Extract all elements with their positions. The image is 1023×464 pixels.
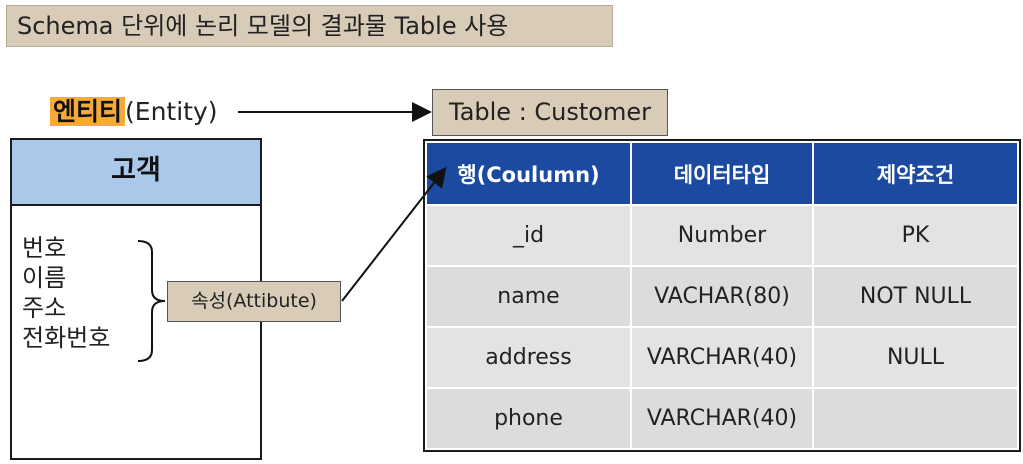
- attribute-item: 전화번호: [22, 324, 111, 352]
- entity-label: 엔티티(Entity): [50, 92, 218, 132]
- table-cell: address: [425, 326, 632, 389]
- table-cell: name: [425, 265, 632, 328]
- table-cell: PK: [812, 204, 1019, 267]
- table-cell: Number: [630, 204, 814, 267]
- customer-schema-table: 행(Coulumn) 데이터타입 제약조건 _id Number PK name…: [423, 139, 1021, 452]
- table-cell: [812, 387, 1019, 450]
- table-cell: NULL: [812, 326, 1019, 389]
- attribute-item: 주소: [22, 294, 67, 322]
- table-cell: VACHAR(80): [630, 265, 814, 328]
- column-header: 데이터타입: [630, 141, 814, 206]
- table-row: name VACHAR(80) NOT NULL: [425, 265, 1019, 328]
- table-cell: NOT NULL: [812, 265, 1019, 328]
- table-cell: VARCHAR(40): [630, 326, 814, 389]
- entity-label-suffix: (Entity): [125, 97, 218, 126]
- table-row: phone VARCHAR(40): [425, 387, 1019, 450]
- entity-label-highlight: 엔티티: [50, 97, 126, 126]
- attribute-item: 번호: [22, 234, 67, 262]
- table-row: address VARCHAR(40) NULL: [425, 326, 1019, 389]
- table-cell: _id: [425, 204, 632, 267]
- table-row: _id Number PK: [425, 204, 1019, 267]
- column-header: 행(Coulumn): [425, 141, 632, 206]
- table-cell: VARCHAR(40): [630, 387, 814, 450]
- table-header-row: 행(Coulumn) 데이터타입 제약조건: [425, 141, 1019, 206]
- table-name-tag: Table : Customer: [432, 89, 668, 136]
- attribute-item: 이름: [22, 264, 67, 292]
- table-cell: phone: [425, 387, 632, 450]
- page-title: Schema 단위에 논리 모델의 결과물 Table 사용: [6, 5, 613, 47]
- column-header: 제약조건: [812, 141, 1019, 206]
- attribute-tag: 속성(Attibute): [167, 281, 341, 322]
- attribute-list: 번호 이름 주소 전화번호: [22, 233, 110, 353]
- entity-name: 고객: [12, 140, 260, 206]
